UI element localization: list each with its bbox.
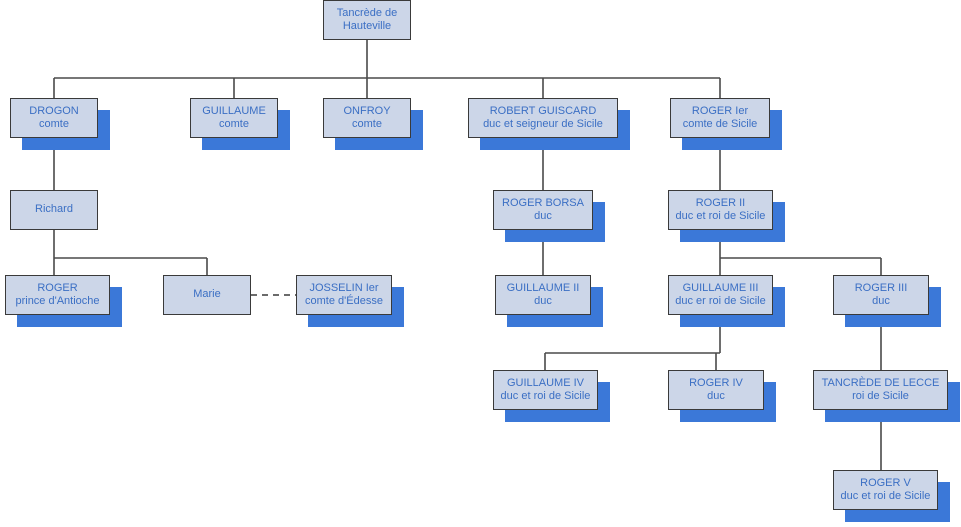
node-roger-iii-title: ROGER III (854, 281, 908, 294)
node-tancrede-de-lecce-subtitle: roi de Sicile (852, 390, 909, 402)
node-roger-prince-antioche-subtitle: prince d'Antioche (15, 295, 100, 307)
node-onfroy-subtitle: comte (352, 118, 382, 130)
node-guillaume-iv-title: GUILLAUME IV (506, 376, 585, 389)
node-guillaume-iii-subtitle: duc er roi de Sicile (675, 295, 766, 307)
node-robert-guiscard-title: ROBERT GUISCARD (489, 104, 597, 117)
node-roger-ii-title: ROGER II (695, 196, 746, 209)
node-josselin-ier-title: JOSSELIN Ier (309, 281, 379, 294)
node-guillaume-title: GUILLAUME (202, 104, 266, 117)
node-roger-ier-title: ROGER Ier (691, 104, 749, 117)
node-marie-title: Marie (193, 288, 221, 301)
node-roger-prince-antioche-title: ROGER (37, 281, 78, 294)
node-roger-v-title: ROGER V (860, 476, 911, 489)
node-guillaume-iii-title: GUILLAUME III (682, 281, 759, 294)
node-roger-iv-title: ROGER IV (689, 376, 743, 389)
node-roger-borsa-title: ROGER BORSA (502, 196, 584, 209)
node-guillaume-ii-title: GUILLAUME II (506, 281, 580, 294)
node-richard-title: Richard (35, 203, 73, 216)
node-robert-guiscard-subtitle: duc et seigneur de Sicile (483, 118, 603, 130)
node-tancrede-de-hauteville-title: Tancrède de (336, 6, 398, 19)
node-richard[interactable]: Richard (10, 190, 98, 230)
node-roger-iv-subtitle: duc (707, 390, 725, 402)
node-onfroy-title: ONFROY (343, 104, 391, 117)
node-guillaume-ii-subtitle: duc (534, 295, 552, 307)
node-guillaume-iv-subtitle: duc et roi de Sicile (500, 390, 591, 402)
node-tancrede-de-hauteville-subtitle: Hauteville (342, 20, 392, 32)
node-roger-borsa-subtitle: duc (534, 210, 552, 222)
node-roger-ier-subtitle: comte de Sicile (682, 118, 758, 130)
node-guillaume-subtitle: comte (219, 118, 249, 130)
node-tancrede-de-lecce-title: TANCRÈDE DE LECCE (821, 376, 940, 389)
node-josselin-ier-subtitle: comte d'Édesse (305, 295, 383, 307)
node-roger-v-subtitle: duc et roi de Sicile (840, 490, 931, 502)
node-drogon-title: DROGON (29, 104, 79, 117)
node-roger-iii-subtitle: duc (872, 295, 890, 307)
node-drogon-subtitle: comte (39, 118, 69, 130)
node-marie[interactable]: Marie (163, 275, 251, 315)
node-roger-ii-subtitle: duc et roi de Sicile (675, 210, 766, 222)
